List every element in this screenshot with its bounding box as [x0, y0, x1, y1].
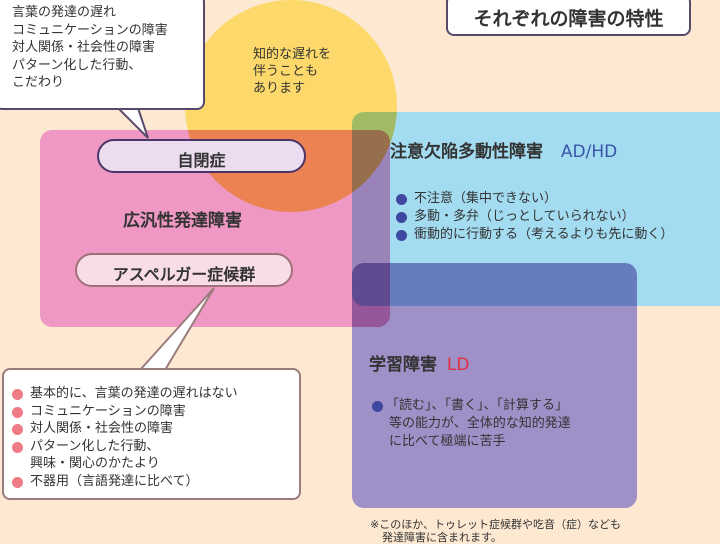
- note-line: 伴うことも: [253, 64, 319, 79]
- ld-abbr: LD: [446, 355, 470, 375]
- bullet-icon: [396, 230, 407, 241]
- list-item: 多動・多弁（じっとしていられない）: [394, 208, 673, 226]
- ld-region: [352, 263, 637, 508]
- bullet-icon: [12, 389, 23, 400]
- callout-line: こだわり: [12, 75, 65, 90]
- bullet-icon: [12, 406, 23, 418]
- callout-line: パターン化した行動、: [12, 57, 142, 73]
- callout-line: 言葉の発達の遅れ: [12, 5, 117, 20]
- list-item: 対人関係・社会性の障害: [10, 420, 299, 438]
- adhd-label: 注意欠陥多動性障害: [390, 142, 543, 162]
- adhd-heading: 注意欠陥多動性障害 AD/HD: [390, 137, 617, 162]
- bullet-icon: [12, 441, 23, 453]
- callout-line: 対人関係・社会性の障害: [12, 40, 156, 55]
- note-line: 知的な遅れを: [253, 47, 332, 62]
- ld-heading: 学習障害 LD: [369, 350, 469, 375]
- ld-line: 等の能力が、全体的な知的発達: [389, 416, 571, 431]
- footnote: ※このほか、トゥレット症候群や吃音（症）なども 発達障害に含まれます。: [370, 518, 621, 544]
- item-text: コミュニケーションの障害: [30, 403, 186, 419]
- asperger-label: アスペルガー症候群: [75, 253, 293, 287]
- autism-callout: 言葉の発達の遅れ コミュニケーションの障害 対人関係・社会性の障害 パターン化し…: [0, 0, 205, 110]
- item-text: パターン化した行動、: [30, 438, 160, 454]
- ld-line: に比べて極端に苦手: [389, 434, 506, 449]
- adhd-abbr: AD/HD: [560, 142, 618, 162]
- list-item: コミュニケーションの障害: [10, 403, 299, 421]
- autism-label: 自閉症: [97, 139, 306, 173]
- ld-label: 学習障害: [369, 355, 437, 375]
- asperger-callout: 基本的に、言葉の発達の遅れはない コミュニケーションの障害 対人関係・社会性の障…: [2, 368, 301, 500]
- bullet-icon: [396, 212, 407, 223]
- item-text: 対人関係・社会性の障害: [30, 421, 174, 436]
- intellectual-note: 知的な遅れを 伴うことも あります: [253, 46, 331, 97]
- footnote-line: ※このほか、トゥレット症候群や吃音（症）なども: [370, 518, 621, 531]
- note-line: あります: [253, 81, 306, 96]
- list-item: 基本的に、言葉の発達の遅れはない: [10, 385, 299, 403]
- bullet-icon: [396, 194, 407, 205]
- item-text: 衝動的に行動する（考えるよりも先に動く）: [414, 227, 674, 242]
- footnote-line: 発達障害に含まれます。: [382, 531, 502, 544]
- item-text: 不注意（集中できない）: [414, 191, 558, 206]
- adhd-list: 不注意（集中できない） 多動・多弁（じっとしていられない） 衝動的に行動する（考…: [394, 190, 673, 244]
- item-text: 多動・多弁（じっとしていられない）: [414, 209, 635, 224]
- item-text: 不器用（言語発達に比べて）: [30, 473, 199, 489]
- pdd-label: 広汎性発達障害: [123, 211, 242, 231]
- callout-line: コミュニケーションの障害: [12, 22, 168, 38]
- page-title: それぞれの障害の特性: [446, 0, 691, 36]
- list-item: 不器用（言語発達に比べて）: [10, 473, 299, 491]
- bullet-icon: [12, 424, 23, 435]
- ld-description: 「読む」、「書く」、「計算する」 等の能力が、全体的な知的発達 に比べて極端に苦…: [372, 397, 571, 451]
- list-item: パターン化した行動、興味・関心のかたより: [10, 438, 299, 473]
- bullet-icon: [372, 401, 383, 412]
- item-text: 興味・関心のかたより: [30, 456, 160, 471]
- ld-line: 「読む」、「書く」、「計算する」: [386, 398, 569, 413]
- item-text: 基本的に、言葉の発達の遅れはない: [30, 386, 238, 401]
- list-item: 不注意（集中できない）: [394, 190, 673, 208]
- bullet-icon: [12, 476, 23, 488]
- list-item: 衝動的に行動する（考えるよりも先に動く）: [394, 226, 673, 244]
